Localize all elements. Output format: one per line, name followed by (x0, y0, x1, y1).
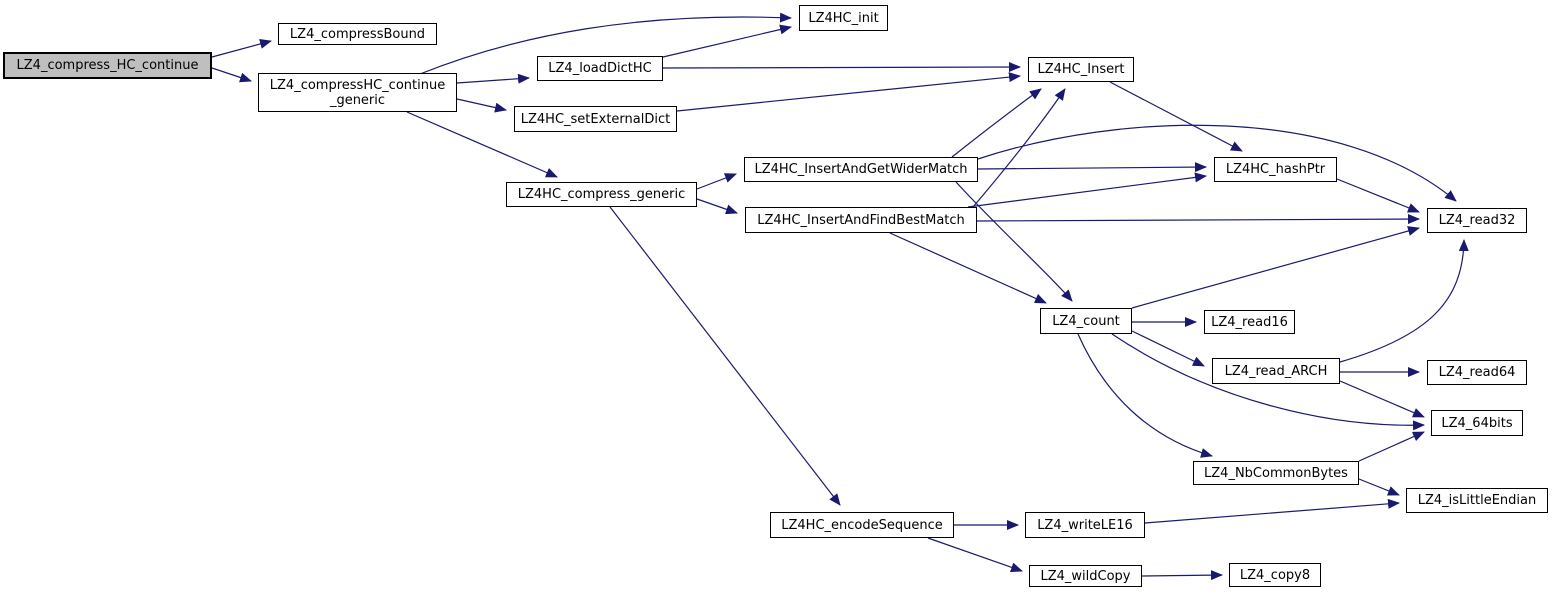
edge-LZ4HC_InsertAndFindBestMatch-to-LZ4_read32 (976, 214, 1420, 225)
node-LZ4_64bits[interactable]: LZ4_64bits (1431, 410, 1523, 436)
node-label: LZ4_compressBound (289, 26, 426, 42)
node-label: LZ4_count (1052, 313, 1120, 329)
edge-LZ4HC_encodeSequence-to-LZ4_wildCopy (927, 537, 1023, 573)
edge-LZ4HC_compress_generic-to-LZ4HC_InsertAndFindBestMatch (696, 198, 738, 215)
node-label: LZ4HC_Insert (1037, 62, 1125, 77)
node-LZ4HC_InsertAndGetWiderMatch[interactable]: LZ4HC_InsertAndGetWiderMatch (744, 157, 978, 182)
edge-LZ4HC_setExternalDict-to-LZ4HC_Insert (676, 72, 1021, 112)
node-label: LZ4HC_encodeSequence (781, 517, 943, 533)
node-LZ4_wildCopy[interactable]: LZ4_wildCopy (1029, 565, 1142, 587)
node-LZ4HC_init[interactable]: LZ4HC_init (799, 5, 888, 31)
edge-LZ4HC_InsertAndFindBestMatch-to-LZ4HC_hashPtr (967, 172, 1207, 208)
node-label: LZ4_copy8 (1239, 567, 1311, 583)
edge-LZ4_compressHC_continue_generic-to-LZ4HC_init (419, 12, 792, 75)
node-LZ4_compressHC_continue_generic[interactable]: LZ4_compressHC_continue _generic (258, 73, 457, 112)
node-LZ4HC_hashPtr[interactable]: LZ4HC_hashPtr (1214, 157, 1337, 182)
edge-LZ4HC_InsertAndGetWiderMatch-to-LZ4_count (955, 181, 1073, 302)
node-LZ4_read_ARCH[interactable]: LZ4_read_ARCH (1212, 358, 1340, 384)
node-LZ4_count[interactable]: LZ4_count (1040, 308, 1132, 334)
edge-LZ4_wildCopy-to-LZ4_copy8 (1141, 570, 1223, 581)
edge-LZ4_loadDictHC-to-LZ4HC_init (662, 24, 792, 58)
node-label: LZ4_compressHC_continue _generic (269, 77, 446, 108)
node-LZ4_read64[interactable]: LZ4_read64 (1427, 360, 1527, 385)
edge-LZ4HC_hashPtr-to-LZ4_read32 (1336, 178, 1420, 213)
node-label: LZ4_read_ARCH (1224, 363, 1328, 379)
edge-LZ4_count-to-LZ4_64bits (1111, 333, 1425, 431)
node-LZ4_NbCommonBytes[interactable]: LZ4_NbCommonBytes (1193, 461, 1359, 485)
node-label: LZ4_writeLE16 (1037, 517, 1133, 533)
node-label: LZ4_compress_HC_continue (16, 58, 199, 73)
node-LZ4_loadDictHC[interactable]: LZ4_loadDictHC (537, 56, 663, 81)
edge-LZ4_count-to-LZ4_read_ARCH (1131, 330, 1205, 367)
node-LZ4HC_InsertAndFindBestMatch[interactable]: LZ4HC_InsertAndFindBestMatch (745, 207, 977, 233)
edge-LZ4_writeLE16-to-LZ4_isLittleEndian (1144, 498, 1400, 524)
node-LZ4_copy8[interactable]: LZ4_copy8 (1229, 563, 1321, 587)
edge-LZ4_NbCommonBytes-to-LZ4_isLittleEndian (1358, 478, 1400, 496)
edge-LZ4HC_compress_generic-to-LZ4HC_encodeSequence (609, 206, 841, 506)
edge-LZ4HC_Insert-to-LZ4HC_hashPtr (1109, 81, 1243, 152)
node-LZ4_isLittleEndian[interactable]: LZ4_isLittleEndian (1406, 488, 1548, 513)
edge-LZ4_read_ARCH-to-LZ4_64bits (1339, 380, 1425, 418)
node-label: LZ4_loadDictHC (548, 61, 652, 76)
edge-LZ4_count-to-LZ4_NbCommonBytes (1077, 333, 1213, 458)
node-LZ4_writeLE16[interactable]: LZ4_writeLE16 (1025, 512, 1145, 538)
node-label: LZ4_64bits (1441, 415, 1513, 431)
edge-LZ4_compressHC_continue_generic-to-LZ4HC_setExternalDict (456, 98, 507, 113)
edge-LZ4HC_InsertAndGetWiderMatch-to-LZ4HC_hashPtr (977, 162, 1207, 173)
node-LZ4_read16[interactable]: LZ4_read16 (1204, 310, 1295, 334)
node-label: LZ4HC_compress_generic (517, 187, 686, 202)
node-label: LZ4HC_InsertAndGetWiderMatch (754, 162, 968, 177)
edge-LZ4_read_ARCH-to-LZ4_read32 (1339, 239, 1469, 363)
node-LZ4_compress_HC_continue: LZ4_compress_HC_continue (3, 52, 212, 79)
node-label: LZ4_read64 (1438, 365, 1516, 380)
edge-LZ4HC_InsertAndGetWiderMatch-to-LZ4HC_Insert (951, 88, 1042, 158)
node-label: LZ4_wildCopy (1040, 568, 1131, 584)
edge-LZ4_compress_HC_continue-to-LZ4_compressHC_continue_generic (211, 67, 252, 83)
edge-LZ4_count-to-LZ4_read32 (1131, 226, 1420, 309)
edge-LZ4HC_InsertAndFindBestMatch-to-LZ4HC_Insert (972, 88, 1066, 208)
node-label: LZ4_NbCommonBytes (1204, 465, 1348, 481)
node-label: LZ4HC_InsertAndFindBestMatch (757, 212, 965, 228)
node-label: LZ4_read16 (1211, 314, 1288, 330)
edge-LZ4_NbCommonBytes-to-LZ4_64bits (1358, 431, 1425, 462)
node-LZ4HC_setExternalDict[interactable]: LZ4HC_setExternalDict (514, 106, 677, 132)
node-LZ4_compressBound[interactable]: LZ4_compressBound (278, 23, 437, 45)
edge-LZ4HC_InsertAndGetWiderMatch-to-LZ4_read32 (977, 124, 1457, 202)
node-LZ4_read32[interactable]: LZ4_read32 (1427, 208, 1527, 233)
edge-LZ4HC_compress_generic-to-LZ4HC_InsertAndGetWiderMatch (696, 173, 737, 190)
node-label: LZ4HC_init (808, 10, 879, 26)
node-label: LZ4HC_hashPtr (1225, 162, 1326, 177)
edge-LZ4_compress_HC_continue-to-LZ4_compressBound (211, 39, 272, 58)
edge-LZ4_compressHC_continue_generic-to-LZ4HC_compress_generic (406, 111, 558, 178)
node-label: LZ4_read32 (1438, 213, 1516, 228)
edge-LZ4_loadDictHC-to-LZ4HC_Insert (662, 62, 1021, 73)
node-LZ4HC_Insert[interactable]: LZ4HC_Insert (1028, 57, 1134, 82)
edge-LZ4HC_InsertAndFindBestMatch-to-LZ4_count (889, 232, 1047, 304)
edge-LZ4_compressHC_continue_generic-to-LZ4_loadDictHC (456, 73, 530, 84)
node-LZ4HC_encodeSequence[interactable]: LZ4HC_encodeSequence (770, 512, 954, 538)
node-LZ4HC_compress_generic[interactable]: LZ4HC_compress_generic (506, 182, 697, 207)
node-label: LZ4HC_setExternalDict (520, 111, 671, 127)
node-label: LZ4_isLittleEndian (1417, 493, 1537, 508)
